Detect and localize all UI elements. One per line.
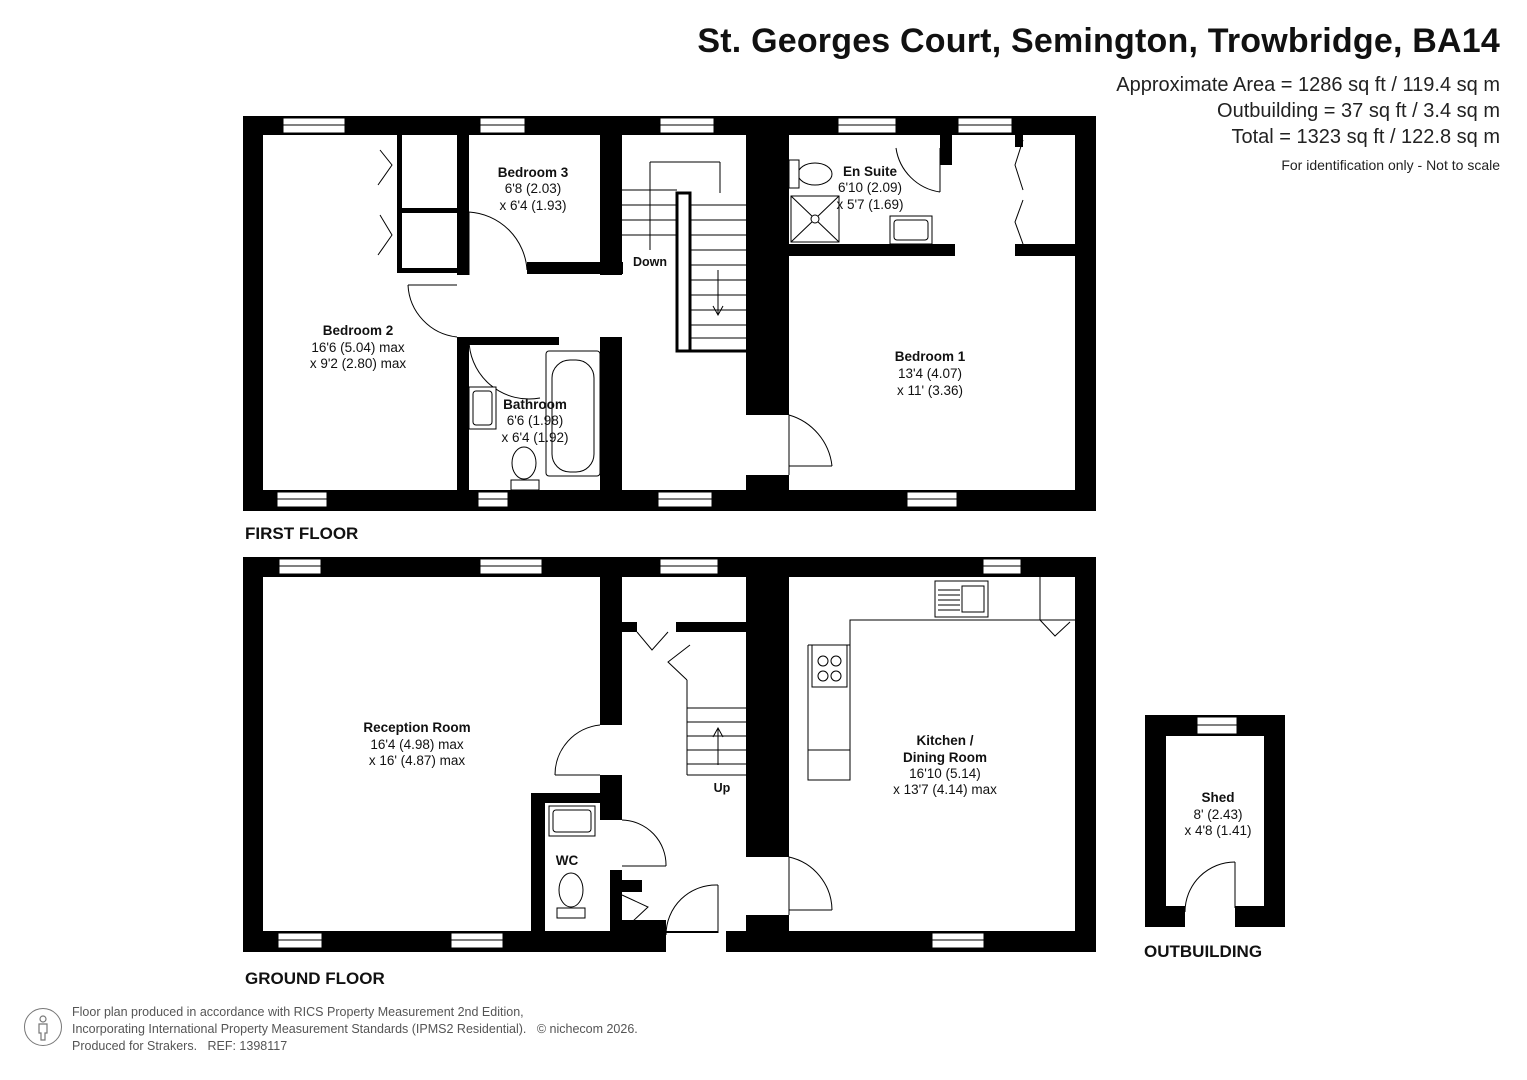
disclaimer: For identification only - Not to scale	[1281, 157, 1500, 173]
first-floor-stairs	[622, 161, 746, 353]
footer-notes: Floor plan produced in accordance with R…	[72, 1004, 638, 1055]
room-dim-bedroom1: x 11' (3.36)	[897, 383, 963, 398]
floor-label-outbuilding: OUTBUILDING	[1144, 942, 1262, 961]
floor-label-first: FIRST FLOOR	[245, 524, 358, 543]
person-icon	[24, 1008, 62, 1046]
room-dim-bedroom3: x 6'4 (1.93)	[499, 198, 566, 213]
room-dim-kitchen: x 13'7 (4.14) max	[893, 782, 997, 797]
room-dim-shed: x 4'8 (1.41)	[1184, 823, 1251, 838]
approximate-area: Approximate Area = 1286 sq ft / 119.4 sq…	[1116, 74, 1500, 96]
wc-fixtures	[548, 805, 596, 919]
room-dim-bedroom1: 13'4 (4.07)	[898, 366, 962, 381]
first-floor-door-swings	[377, 139, 1024, 475]
room-dim-bathroom: 6'6 (1.98)	[507, 413, 564, 428]
room-name-ensuite: En Suite	[843, 164, 897, 179]
hob-icon	[811, 644, 848, 688]
first-floor-windows	[276, 117, 1013, 508]
footer-line-2: Incorporating International Property Mea…	[72, 1021, 638, 1038]
footer-ipms: Incorporating International Property Mea…	[72, 1022, 527, 1036]
kitchen-fittings	[807, 577, 1075, 781]
stairs-down-label: Down	[633, 255, 667, 269]
room-name-wc: WC	[556, 853, 579, 868]
room-name-bedroom3: Bedroom 3	[498, 165, 569, 180]
room-name-shed: Shed	[1201, 790, 1234, 805]
footer-produced-for: Produced for Strakers.	[72, 1039, 198, 1053]
outbuilding-plan	[1145, 715, 1285, 927]
room-dim-ensuite: x 5'7 (1.69)	[836, 197, 903, 212]
ground-floor-interior-walls	[531, 577, 789, 952]
room-dim-bedroom2: x 9'2 (2.80) max	[310, 356, 407, 371]
total-area: Total = 1323 sq ft / 122.8 sq m	[1231, 126, 1501, 148]
room-name-bathroom: Bathroom	[503, 397, 567, 412]
sink-icon	[934, 580, 989, 618]
ground-floor-stairs	[636, 631, 746, 776]
room-name-bedroom1: Bedroom 1	[895, 349, 966, 364]
property-title: St. Georges Court, Semington, Trowbridge…	[697, 22, 1500, 60]
room-dim-bedroom3: 6'8 (2.03)	[505, 181, 562, 196]
floor-label-ground: GROUND FLOOR	[245, 969, 385, 988]
footer-line-3: Produced for Strakers. REF: 1398117	[72, 1038, 638, 1055]
room-name-bedroom2: Bedroom 2	[323, 323, 394, 338]
first-floor-plan	[243, 116, 1096, 511]
toilet-icon	[788, 159, 833, 189]
room-dim-bathroom: x 6'4 (1.92)	[501, 430, 568, 445]
ground-floor-window-lines	[278, 565, 1021, 941]
first-floor-interior-walls	[397, 135, 1075, 490]
footer-copyright: © nichecom 2026.	[536, 1022, 638, 1036]
first-floor-outer-wall	[243, 116, 1096, 511]
ground-floor-plan	[243, 557, 1096, 952]
room-dim-kitchen: 16'10 (5.14)	[909, 766, 981, 781]
ground-floor-door-swings	[554, 619, 1071, 936]
room-name-reception: Reception Room	[363, 720, 470, 735]
toilet-icon	[556, 872, 586, 919]
room-name-kitchen: Kitchen /	[916, 733, 973, 748]
room-name-kitchen: Dining Room	[903, 750, 987, 765]
outbuilding-area: Outbuilding = 37 sq ft / 3.4 sq m	[1217, 100, 1500, 122]
footer-ref: REF: 1398117	[207, 1039, 288, 1053]
room-dim-reception: 16'4 (4.98) max	[370, 737, 464, 752]
room-dim-bedroom2: 16'6 (5.04) max	[311, 340, 405, 355]
stairs-up-label: Up	[714, 781, 731, 795]
footer-line-1: Floor plan produced in accordance with R…	[72, 1005, 524, 1019]
shed-wall	[1145, 715, 1285, 927]
room-dim-shed: 8' (2.43)	[1193, 807, 1242, 822]
person-icon-graphic	[38, 1015, 48, 1041]
room-dim-ensuite: 6'10 (2.09)	[838, 180, 902, 195]
room-dim-reception: x 16' (4.87) max	[369, 753, 466, 768]
first-floor-window-lines	[277, 124, 1012, 500]
first-floor-fixtures	[468, 159, 933, 491]
toilet-icon	[510, 446, 540, 491]
